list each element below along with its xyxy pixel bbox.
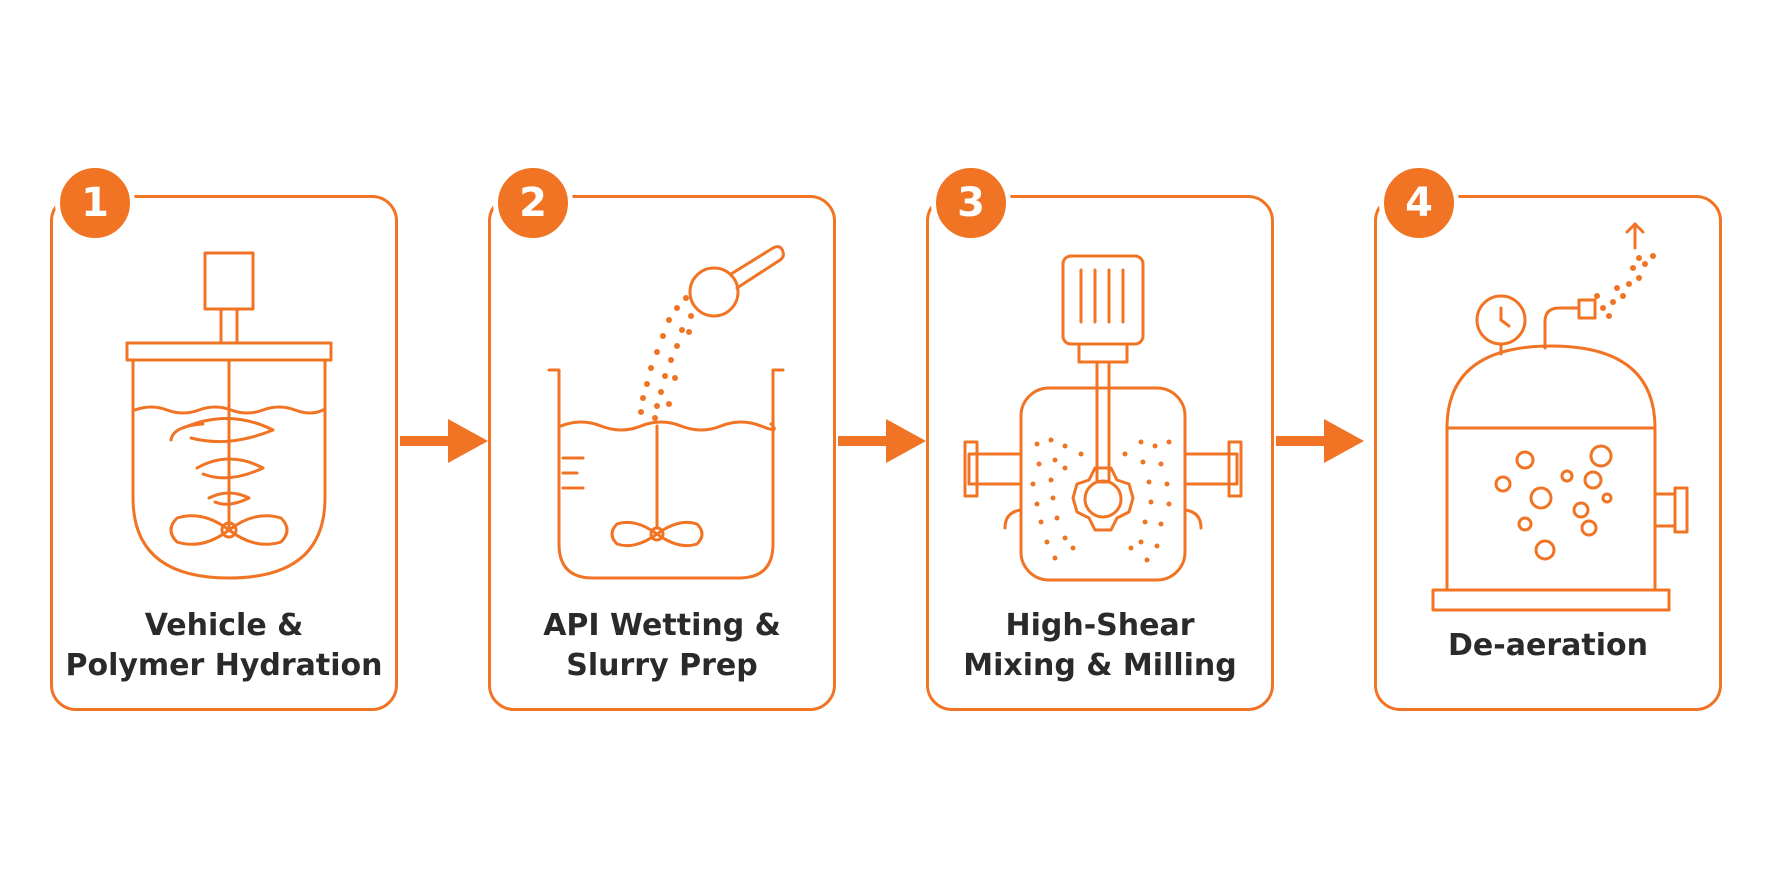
step-label-4: De-aeration [1448, 628, 1648, 663]
step-label-2: API Wetting & Slurry Prep [543, 608, 781, 683]
step-card-3: High-Shear Mixing & Milling [926, 195, 1274, 711]
step-number-badge-2: 2 [493, 163, 573, 243]
step-card-4: De-aeration [1374, 195, 1722, 711]
arrow-right-icon [838, 419, 926, 463]
step-label-1: Vehicle & Polymer Hydration [65, 608, 383, 683]
beaker-powder-scoop-icon [547, 245, 785, 580]
deaeration-vessel-icon [1431, 222, 1689, 612]
step-number-badge-3: 3 [931, 163, 1011, 243]
step-number-badge-1: 1 [55, 163, 135, 243]
step-label-3: High-Shear Mixing & Milling [963, 608, 1237, 683]
step-card-1: Vehicle & Polymer Hydration [50, 195, 398, 711]
step-number-badge-4: 4 [1379, 163, 1459, 243]
arrow-right-icon [1276, 419, 1364, 463]
mixing-tank-icon [125, 251, 333, 580]
step-card-2: API Wetting & Slurry Prep [488, 195, 836, 711]
high-shear-mill-icon [963, 254, 1243, 582]
arrow-right-icon [400, 419, 488, 463]
